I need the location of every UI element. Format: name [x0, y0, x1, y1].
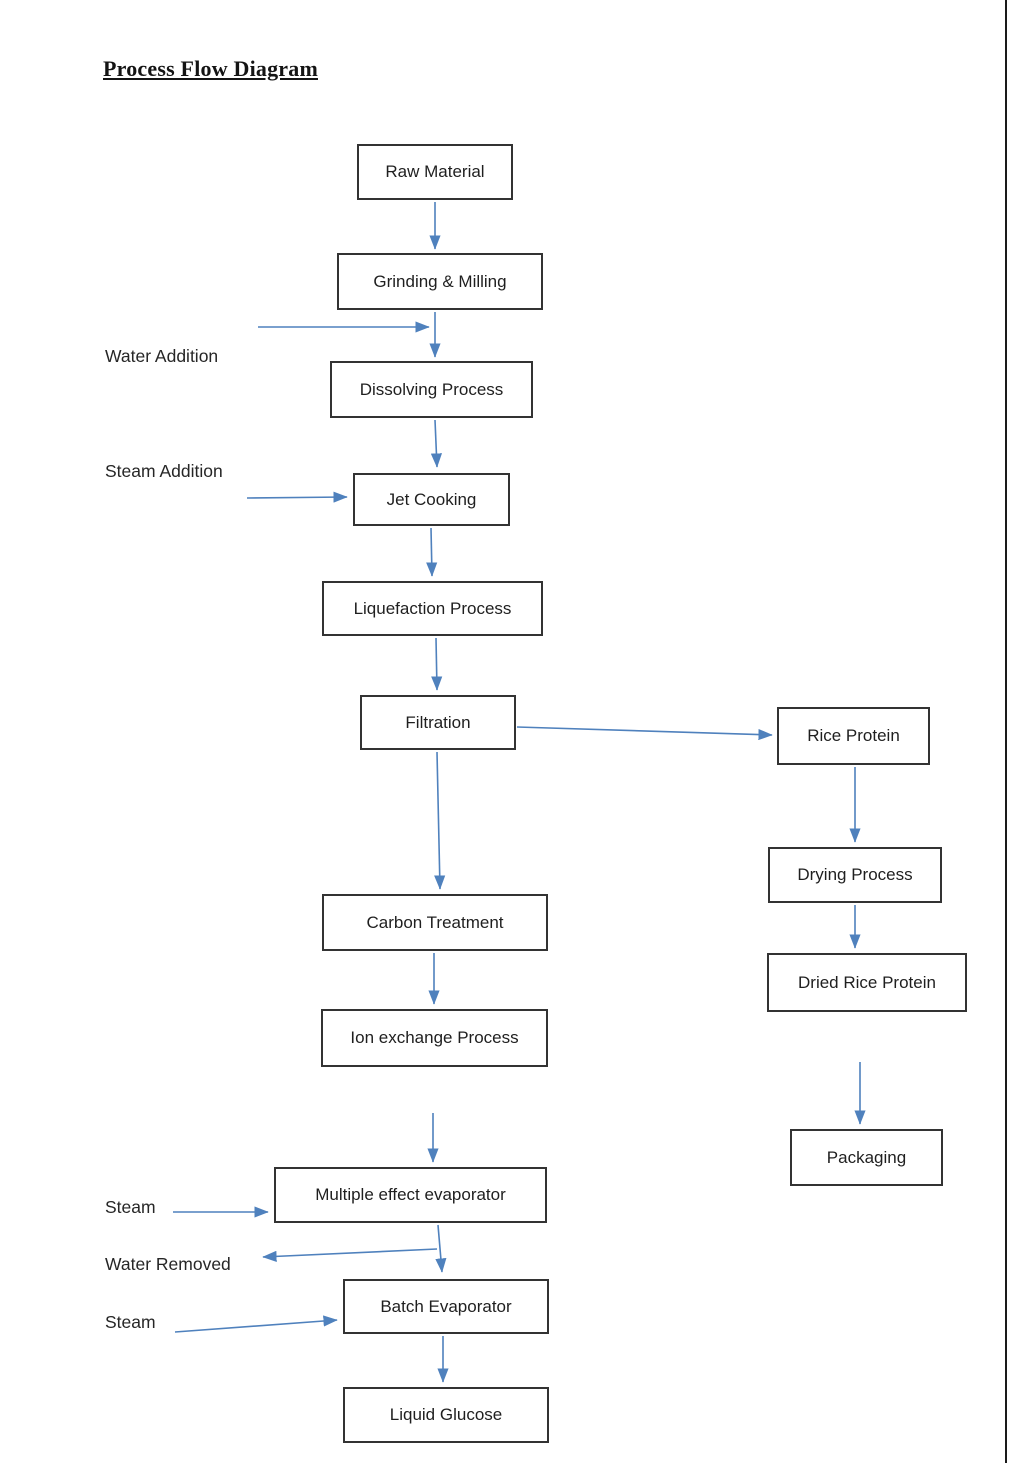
node-carbon-treatment: Carbon Treatment: [322, 894, 548, 951]
node-liquid-glucose: Liquid Glucose: [343, 1387, 549, 1443]
label-steam-batch: Steam: [105, 1312, 156, 1332]
label-water-addition: Water Addition: [105, 346, 219, 366]
page-title: Process Flow Diagram: [103, 56, 318, 81]
arrow-filtration-to-rice-protein: [516, 726, 773, 741]
arrow-evaporator-to-batch: [435, 1224, 447, 1273]
node-dried-rice-protein: Dried Rice Protein: [767, 953, 967, 1012]
arrow-liquefaction-to-filtration: [431, 637, 443, 691]
page-right-border: [1005, 0, 1007, 1463]
node-ion-exchange-process: Ion exchange Process: [321, 1009, 548, 1067]
node-liquefaction-process: Liquefaction Process: [322, 581, 543, 636]
node-rice-protein: Rice Protein: [777, 707, 930, 765]
arrow-dissolving-to-jet: [430, 419, 443, 468]
arrow-steam-to-batch: [174, 1315, 338, 1333]
node-dissolving-process: Dissolving Process: [330, 361, 533, 418]
label-steam-addition: Steam Addition: [105, 461, 223, 481]
node-drying-process: Drying Process: [768, 847, 942, 903]
node-raw-material: Raw Material: [357, 144, 513, 200]
node-multiple-effect-evaporator: Multiple effect evaporator: [274, 1167, 547, 1223]
arrow-water-removed: [262, 1248, 438, 1262]
label-water-removed: Water Removed: [105, 1254, 231, 1274]
node-grinding-milling: Grinding & Milling: [337, 253, 543, 310]
node-batch-evaporator: Batch Evaporator: [343, 1279, 549, 1334]
arrow-steam-addition: [246, 491, 348, 503]
arrow-jet-to-liquefaction: [426, 527, 438, 577]
node-jet-cooking: Jet Cooking: [353, 473, 510, 526]
arrow-filtration-to-carbon: [434, 751, 446, 890]
label-steam-evaporator: Steam: [105, 1197, 156, 1217]
node-filtration: Filtration: [360, 695, 516, 750]
node-packaging: Packaging: [790, 1129, 943, 1186]
